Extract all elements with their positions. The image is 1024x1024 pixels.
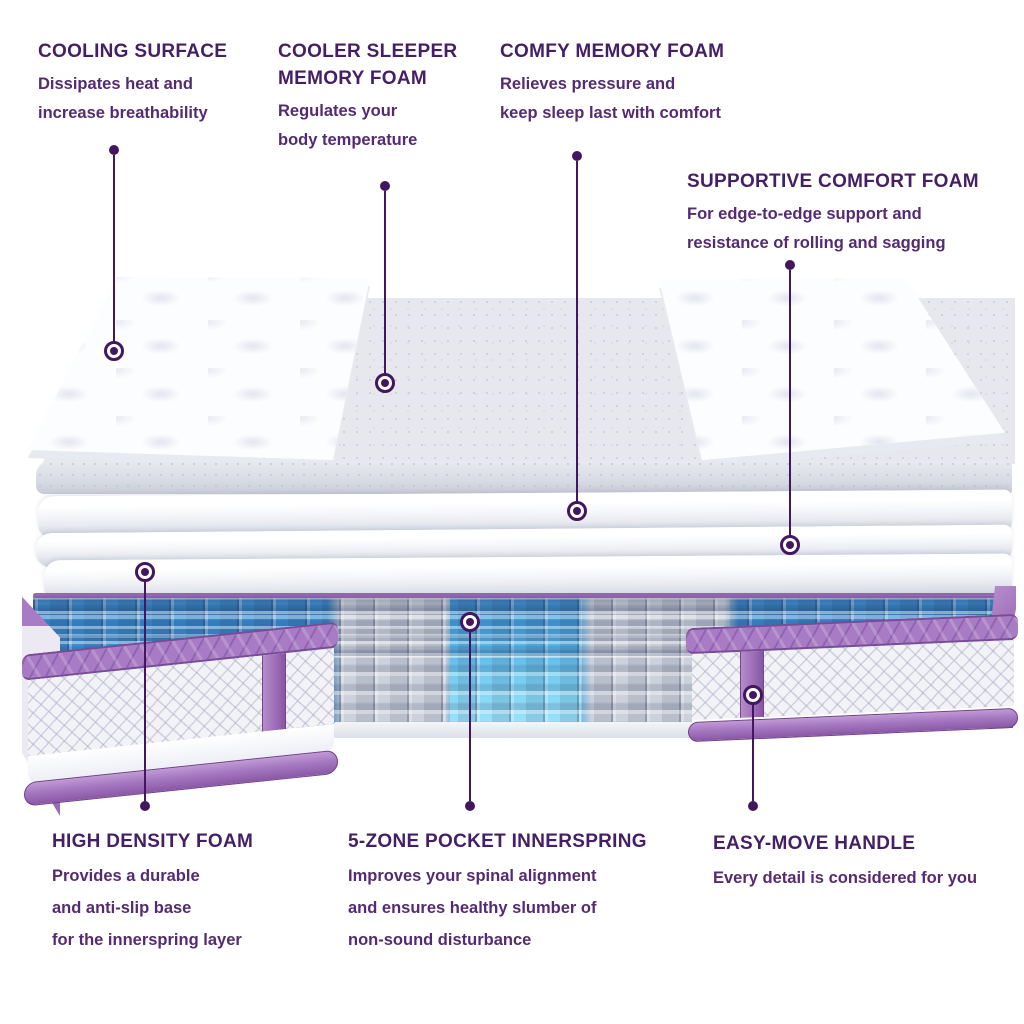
base-foam-exposed-edge	[334, 722, 700, 738]
mattress-cover-left-section	[22, 621, 338, 810]
cooling-surface-quilt-right	[659, 277, 1006, 461]
callout-easy-move: EASY-MOVE HANDLE Every detail is conside…	[713, 830, 977, 894]
callout-title: 5-ZONE POCKET INNERSPRING	[348, 831, 647, 852]
callout-title: MEMORY FOAM	[278, 68, 427, 89]
target-marker-icon	[460, 612, 480, 632]
left-handle-strap	[262, 653, 286, 732]
leader-line-easy-move	[752, 704, 754, 801]
leader-dot-cooler-sleeper	[380, 181, 390, 191]
callout-body-line: For edge-to-edge support and	[687, 205, 922, 223]
target-marker-icon	[135, 562, 155, 582]
callout-body-line: body temperature	[278, 131, 418, 149]
innerspring-top-binding-tape	[33, 593, 1013, 598]
callout-body-line: Dissipates heat and	[38, 75, 193, 93]
callout-body-line: Regulates your	[278, 102, 398, 120]
callout-body-line: and anti-slip base	[52, 899, 192, 917]
target-marker-icon	[104, 341, 124, 361]
callout-body-line: Relieves pressure and	[500, 75, 676, 93]
callout-title: SUPPORTIVE COMFORT FOAM	[687, 171, 979, 192]
leader-line-cooler-sleeper	[384, 191, 386, 374]
callout-five-zone: 5-ZONE POCKET INNERSPRING Improves your …	[348, 828, 647, 956]
callout-supportive-comfort: SUPPORTIVE COMFORT FOAM For edge-to-edge…	[687, 168, 979, 258]
callout-title: COOLING SURFACE	[38, 41, 228, 62]
callout-title: COMFY MEMORY FOAM	[500, 41, 725, 62]
mattress-cover-right-section	[686, 613, 1018, 743]
callout-body-line: Every detail is considered for you	[713, 869, 978, 887]
callout-body-line: and ensures healthy slumber of	[348, 899, 597, 917]
leader-line-high-density	[144, 581, 146, 801]
callout-body-line: Improves your spinal alignment	[348, 867, 597, 885]
leader-dot-high-density	[140, 801, 150, 811]
leader-dot-easy-move	[748, 801, 758, 811]
leader-dot-supportive-comfort	[785, 260, 795, 270]
target-marker-icon	[375, 373, 395, 393]
callout-title: HIGH DENSITY FOAM	[52, 831, 254, 852]
leader-dot-comfy-memory	[572, 151, 582, 161]
leader-dot-five-zone	[465, 801, 475, 811]
callout-body-line: resistance of rolling and sagging	[687, 234, 946, 252]
callout-body-line: for the innerspring layer	[52, 931, 242, 949]
target-marker-icon	[567, 501, 587, 521]
callout-body-line: Provides a durable	[52, 867, 200, 885]
leader-dot-cooling-surface	[109, 145, 119, 155]
cooling-surface-quilt-left	[27, 276, 371, 460]
target-marker-icon	[780, 535, 800, 555]
target-marker-icon	[743, 685, 763, 705]
coil-top-shadow	[33, 596, 1013, 612]
leader-line-five-zone	[469, 631, 471, 801]
callout-body-line: non-sound disturbance	[348, 931, 532, 949]
callout-comfy-memory: COMFY MEMORY FOAM Relieves pressure and …	[500, 38, 724, 128]
cooler-memory-foam-layer-front	[36, 461, 1012, 494]
leader-line-comfy-memory	[576, 161, 578, 502]
callout-title: EASY-MOVE HANDLE	[713, 833, 916, 854]
callout-body-line: increase breathability	[38, 104, 208, 122]
callout-high-density: HIGH DENSITY FOAM Provides a durable and…	[52, 828, 253, 956]
leader-line-cooling-surface	[113, 155, 115, 342]
callout-title: COOLER SLEEPER	[278, 41, 458, 62]
callout-body-line: keep sleep last with comfort	[500, 104, 721, 122]
leader-line-supportive-comfort	[789, 270, 791, 536]
callout-cooler-sleeper: COOLER SLEEPER MEMORY FOAM Regulates you…	[278, 38, 457, 155]
callout-cooling-surface: COOLING SURFACE Dissipates heat and incr…	[38, 38, 227, 128]
